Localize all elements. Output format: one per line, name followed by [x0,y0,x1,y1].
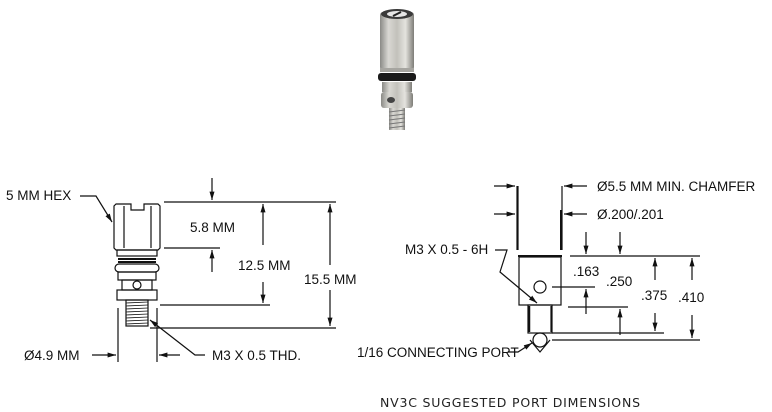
left-part-drawing [80,178,336,362]
dim-12-5-label: 12.5 MM [238,258,291,273]
drawing-caption: NV3C SUGGESTED PORT DIMENSIONS [380,395,641,410]
product-photo [378,9,416,130]
chamfer-label: Ø5.5 MM MIN. CHAMFER [597,179,756,194]
thread-label: M3 X 0.5 THD. [212,348,301,363]
hex-label: 5 MM HEX [6,188,71,203]
bore-label: Ø.200/.201 [597,207,664,222]
left-labels: 5 MM HEX 5.8 MM 12.5 MM 15.5 MM Ø4.9 MM … [6,188,357,363]
right-port-drawing [494,183,700,353]
dim-410-label: .410 [678,290,704,305]
port-thread-label: M3 X 0.5 - 6H [405,242,488,257]
dim-163-label: .163 [573,264,599,279]
dim-375-label: .375 [641,288,667,303]
dim-15-5-label: 15.5 MM [304,272,357,287]
dim-5-8-label: 5.8 MM [190,220,235,235]
dim-250-label: .250 [606,274,632,289]
connecting-port-label: 1/16 CONNECTING PORT [357,345,519,360]
diameter-label: Ø4.9 MM [24,348,80,363]
right-labels: Ø5.5 MM MIN. CHAMFER Ø.200/.201 M3 X 0.5… [357,179,756,410]
